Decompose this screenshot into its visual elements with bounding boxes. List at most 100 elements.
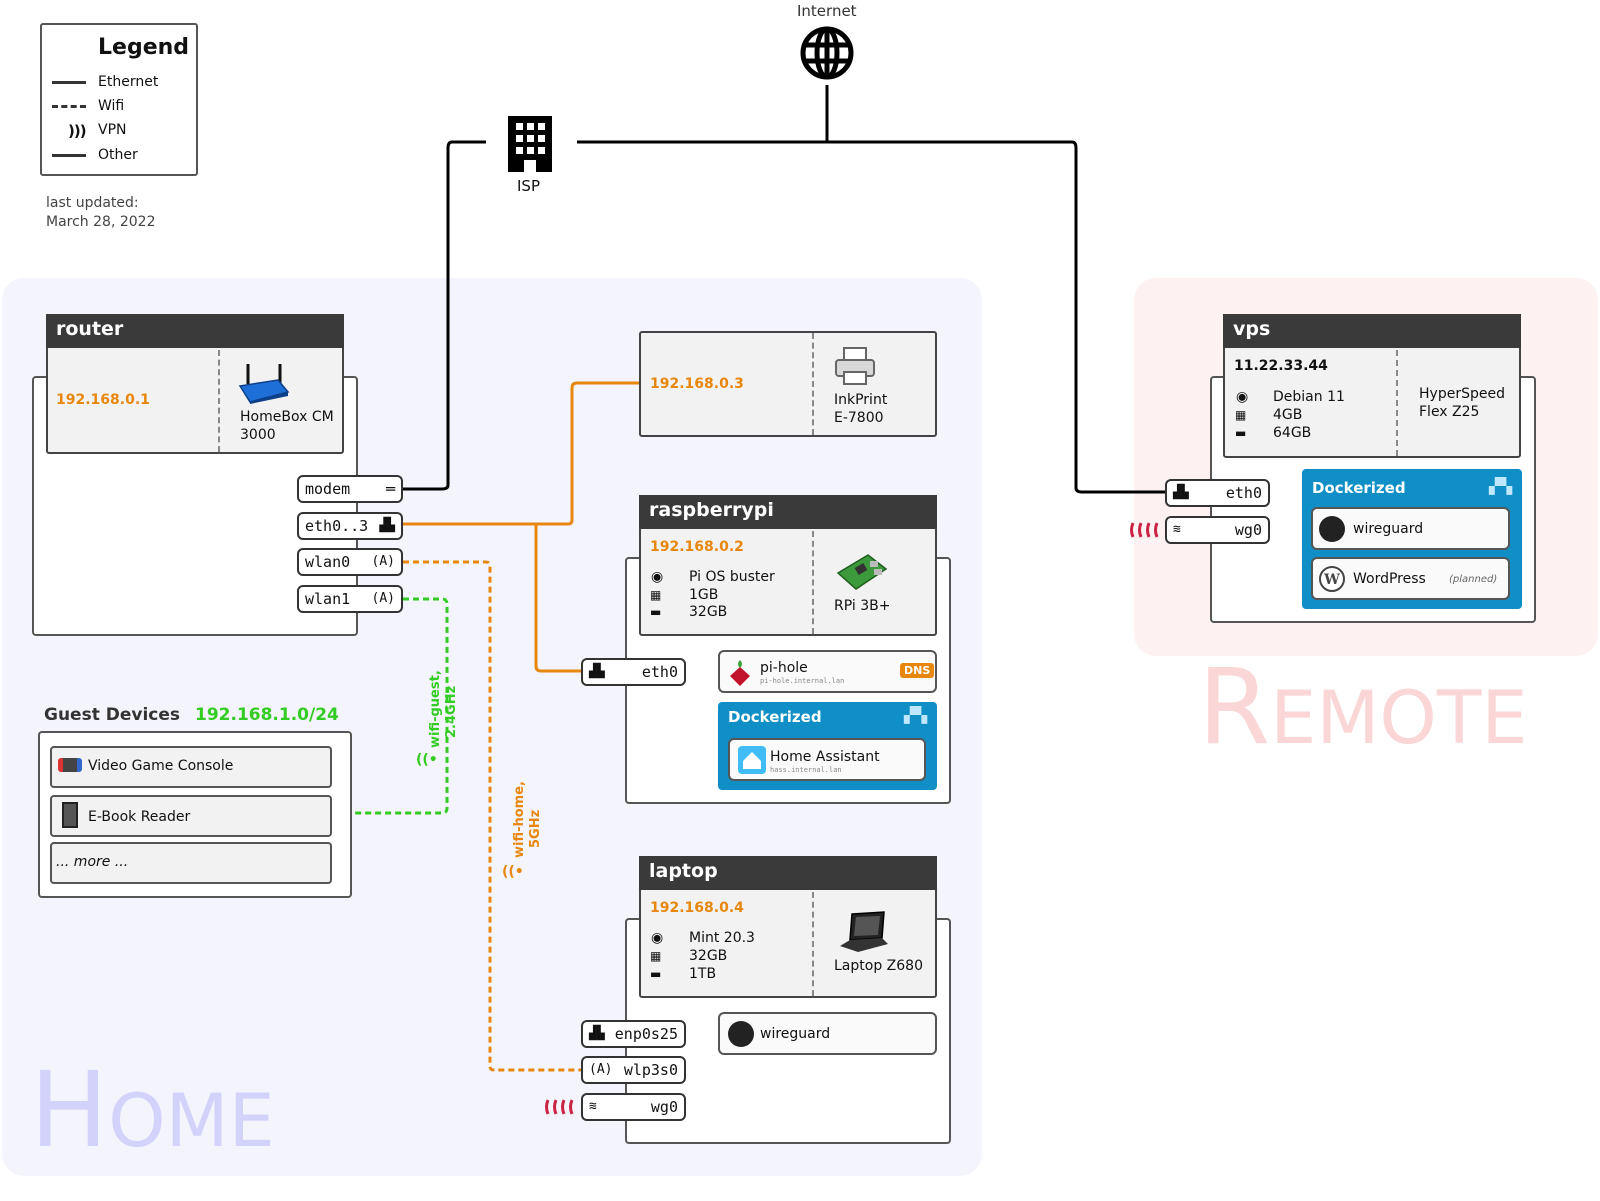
disk-icon: ▬ [650, 967, 662, 981]
laptop-model: Laptop Z680 [834, 958, 923, 974]
wifi-home-line1: wifi-home, [512, 781, 527, 858]
docker-whale-icon: ▞▚ [903, 706, 927, 724]
remote-zone-label: Remote [1198, 646, 1528, 768]
port-label: enp0s25 [614, 1025, 678, 1043]
port-label: wlp3s0 [623, 1061, 678, 1079]
laptop-port-enp0s25[interactable]: ▟▙ enp0s25 [581, 1020, 686, 1048]
isp-building-icon [508, 116, 552, 172]
last-updated-line2: March 28, 2022 [46, 214, 156, 230]
pihole-name: pi-hole [760, 660, 808, 676]
vps-service-name: wireguard [1353, 521, 1424, 537]
router-port-modem[interactable]: modem ═ [297, 475, 403, 503]
vps-model-line2: Flex Z25 [1419, 404, 1480, 420]
printer-name-line2: E-7800 [834, 410, 884, 426]
dns-badge: DNS [900, 663, 935, 678]
vps-divider [1396, 350, 1398, 456]
home-assistant-name: Home Assistant [770, 749, 880, 765]
wifi-signal-icon: ((• [502, 864, 524, 880]
router-model-line2: 3000 [240, 427, 276, 443]
vps-port-eth0[interactable]: ▟▙ eth0 [1165, 479, 1270, 507]
internet-label: Internet [797, 2, 857, 20]
router-port-wlan0[interactable]: wlan0 (A) [297, 548, 403, 576]
wireguard-icon [1319, 516, 1345, 542]
vps-service-name: WordPress [1353, 571, 1426, 587]
printer-divider [812, 333, 814, 435]
port-label: wlan0 [305, 553, 351, 571]
vpn-tunnel-icon: ≋ [1173, 522, 1181, 537]
laptop-port-wg0[interactable]: ≋ wg0 [581, 1093, 686, 1121]
vps-docker-group: Dockerized ▞▚ wireguard W WordPress (pla… [1302, 469, 1522, 609]
legend-title: Legend [98, 35, 190, 60]
wireguard-name: wireguard [760, 1026, 831, 1042]
printer-name-line1: InkPrint [834, 392, 888, 408]
docker-whale-icon: ▞▚ [1488, 477, 1512, 495]
antenna-icon: (A) [371, 591, 395, 606]
vps-service-note: (planned) [1449, 574, 1498, 585]
home-assistant-service[interactable]: Home Assistant hass.internal.lan [728, 738, 926, 781]
raspberrypi-ip: 192.168.0.2 [650, 539, 744, 555]
router-title: router [46, 314, 344, 348]
guest-panel: Video Game Console E-Book Reader ... mor… [38, 731, 352, 898]
raspberrypi-ram: 1GB [689, 587, 719, 603]
vps-disk: 64GB [1273, 425, 1312, 441]
guest-item-label: ... more ... [56, 854, 129, 870]
printer-ip: 192.168.0.3 [650, 376, 744, 392]
port-label: modem [305, 480, 351, 498]
raspberrypi-model: RPi 3B+ [834, 598, 891, 614]
ram-icon: ▦ [650, 588, 662, 602]
vps-wireguard-service[interactable]: wireguard [1311, 507, 1510, 550]
home-wifi-link [403, 560, 582, 1072]
ethernet-port-icon: ▟▙ [589, 1026, 605, 1041]
guest-subnet: 192.168.1.0/24 [195, 705, 339, 725]
guest-item-more[interactable]: ... more ... [50, 842, 332, 884]
ethernet-port-icon: ▟▙ [589, 664, 605, 679]
raspberrypi-info-box: raspberrypi [639, 495, 937, 636]
wifi-guest-line1: wifi-guest, [428, 670, 443, 748]
last-updated-line1: last updated: [46, 195, 139, 211]
port-label: wg0 [650, 1098, 678, 1116]
laptop-os: Mint 20.3 [689, 930, 755, 946]
isp-label: ISP [517, 177, 540, 195]
laptop-divider [812, 892, 814, 996]
guest-title: Guest Devices [44, 705, 181, 725]
vps-ram: 4GB [1273, 407, 1303, 423]
laptop-port-wlp3s0[interactable]: (A) wlp3s0 [581, 1056, 686, 1084]
ram-icon: ▦ [1235, 408, 1247, 422]
raspberrypi-port-eth0[interactable]: ▟▙ eth0 [581, 658, 686, 686]
router-device-icon [238, 364, 290, 404]
os-icon: ◉ [1236, 389, 1249, 405]
game-console-icon [58, 758, 82, 772]
vps-wordpress-service[interactable]: W WordPress (planned) [1311, 557, 1510, 600]
vps-title: vps [1223, 314, 1521, 348]
port-label: wg0 [1234, 521, 1262, 539]
printer-box [639, 331, 937, 437]
pihole-host: pi-hole.internal.lan [760, 677, 845, 685]
router-port-eth[interactable]: eth0..3 ▟▙ [297, 512, 403, 540]
laptop-ip: 192.168.0.4 [650, 900, 744, 916]
guest-item-game-console[interactable]: Video Game Console [50, 746, 332, 788]
vps-model-line1: HyperSpeed [1419, 386, 1505, 402]
guest-item-ebook-reader[interactable]: E-Book Reader [50, 795, 332, 837]
docker-title: Dockerized [728, 708, 822, 726]
wifi-guest-line2: 2.4GHz [444, 685, 459, 738]
vps-vpn-mark [1130, 522, 1159, 538]
vps-port-wg0[interactable]: ≋ wg0 [1165, 516, 1270, 544]
vps-ip: 11.22.33.44 [1234, 358, 1328, 374]
router-model-line1: HomeBox CM [240, 409, 334, 425]
svg-text:W: W [1323, 572, 1340, 588]
router-port-wlan1[interactable]: wlan1 (A) [297, 585, 403, 613]
laptop-vpn-mark [545, 1099, 574, 1115]
laptop-device-icon [840, 911, 888, 952]
home-assistant-host: hass.internal.lan [770, 766, 842, 774]
wordpress-icon: W [1319, 566, 1345, 592]
guest-item-label: E-Book Reader [88, 809, 191, 825]
wifi-guest-label: wifi-guest, 2.4GHz [428, 598, 460, 748]
isp-link [402, 140, 486, 491]
pihole-service[interactable]: pi-hole pi-hole.internal.lan DNS [718, 650, 937, 693]
laptop-wireguard-service[interactable]: wireguard [718, 1012, 937, 1055]
laptop-ram: 32GB [689, 948, 728, 964]
legend-wifi-line [52, 105, 86, 108]
disk-icon: ▬ [650, 605, 662, 619]
router-ip: 192.168.0.1 [56, 392, 150, 408]
wireguard-icon [728, 1021, 754, 1047]
